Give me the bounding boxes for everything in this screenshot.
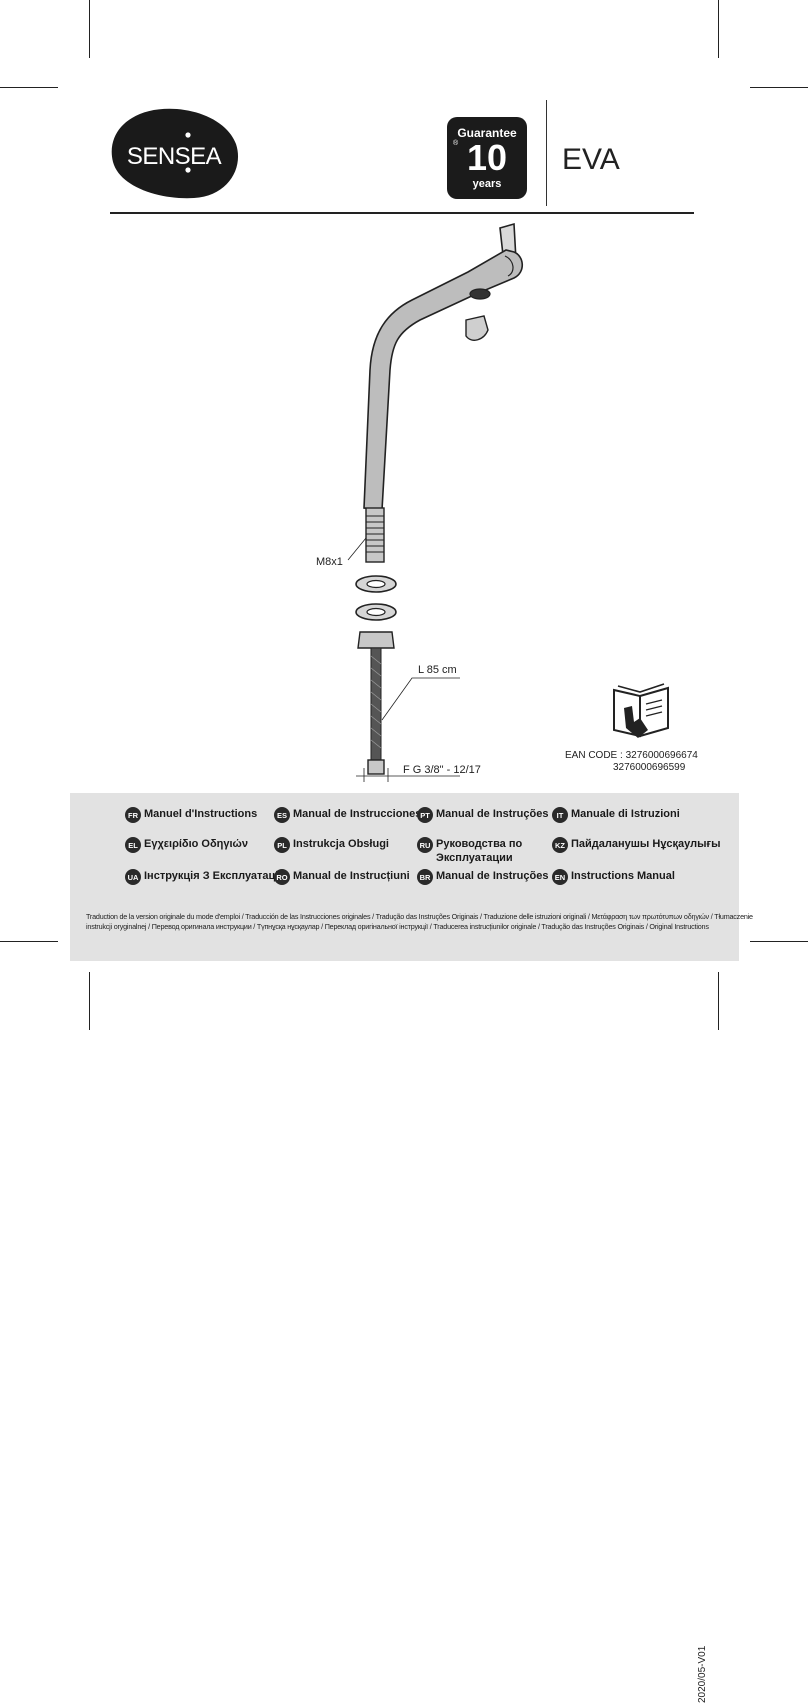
language-item-en: EN Instructions Manual (552, 869, 675, 885)
crop-mark (0, 87, 58, 88)
language-code-badge: RU (417, 837, 433, 853)
language-title: Пайдаланушы Нұсқаулығы (571, 838, 721, 850)
language-item-fr: FR Manuel d'Instructions (125, 807, 257, 823)
faucet-illustration (347, 222, 524, 782)
ean-code: EAN CODE : 3276000696674 (565, 750, 698, 761)
crop-mark (89, 0, 90, 58)
language-title: Manual de Instruções (436, 808, 549, 820)
version-code: 2020/05-V01 (697, 1645, 708, 1703)
language-item-kz: KZ Пайдаланушы Нұсқаулығы (552, 837, 721, 853)
guarantee-years-number: 10 (466, 137, 508, 178)
language-title: Manuale di Istruzioni (571, 808, 680, 820)
model-name: EVA (562, 143, 620, 176)
language-code-badge: EL (125, 837, 141, 853)
language-code-badge: UA (125, 869, 141, 885)
language-title: Εγχειρίδιο Οδηγιών (144, 838, 248, 850)
language-item-el: EL Εγχειρίδιο Οδηγιών (125, 837, 248, 853)
language-code-badge: IT (552, 807, 568, 823)
brand-logo-text: SENSEA (127, 143, 222, 170)
crop-mark (718, 972, 719, 1030)
language-title: Руководства по Эксплуатации (436, 838, 523, 864)
guarantee-label: Guarantee (457, 126, 517, 140)
language-code-badge: PT (417, 807, 433, 823)
language-code-badge: BR (417, 869, 433, 885)
language-band: FR Manuel d'Instructions ES Manual de In… (70, 793, 753, 1703)
crop-mark (718, 0, 719, 58)
language-code-badge: KZ (552, 837, 568, 853)
language-code-badge: FR (125, 807, 141, 823)
translation-note-line-1: Traduction de la version originale du mo… (86, 912, 753, 921)
language-item-br: BR Manual de Instruções (417, 869, 548, 885)
thread-label: M8x1 (316, 556, 343, 568)
language-item-ua: UA Інструкція З Експлуатації (125, 869, 281, 885)
language-code-badge: PL (274, 837, 290, 853)
registered-mark: ® (453, 140, 459, 147)
language-item-pt: PT Manual de Instruções (417, 807, 548, 823)
language-title: Instrukcja Obsługi (293, 838, 389, 850)
length-label: L 85 cm (418, 664, 457, 676)
language-code-badge: EN (552, 869, 568, 885)
header-rule (110, 212, 694, 214)
language-title: Manuel d'Instructions (144, 808, 258, 820)
brand-logo: SENSEA (111, 108, 239, 199)
read-manual-icon (613, 683, 669, 738)
guarantee-badge: Guarantee ® 10 years (447, 117, 527, 199)
guarantee-years-label: years (472, 178, 502, 190)
crop-mark (89, 972, 90, 1030)
ean-code-secondary: 3276000696599 (613, 762, 686, 773)
language-item-ru: RU Руководства по Эксплуатации (417, 837, 527, 865)
language-title: Manual de Instruções (436, 870, 549, 882)
language-title: Instructions Manual (571, 870, 675, 882)
language-item-pl: PL Instrukcja Obsługi (274, 837, 389, 853)
crop-mark (750, 87, 808, 88)
language-title: Manual de Instrucciones (293, 808, 422, 820)
language-item-es: ES Manual de Instrucciones (274, 807, 421, 823)
header-divider (546, 100, 547, 206)
language-code-badge: ES (274, 807, 290, 823)
fitting-label: F G 3/8" - 12/17 (403, 764, 481, 776)
language-title: Інструкція З Експлуатації (144, 870, 282, 882)
language-title: Manual de Instrucțiuni (293, 870, 410, 882)
translation-note-line-2: instrukcji oryginalnej / Перевод оригина… (86, 922, 709, 931)
language-item-it: IT Manuale di Istruzioni (552, 807, 680, 823)
language-code-badge: RO (274, 869, 290, 885)
crop-mark (0, 941, 58, 942)
crop-mark (750, 941, 808, 942)
language-item-ro: RO Manual de Instrucțiuni (274, 869, 410, 885)
